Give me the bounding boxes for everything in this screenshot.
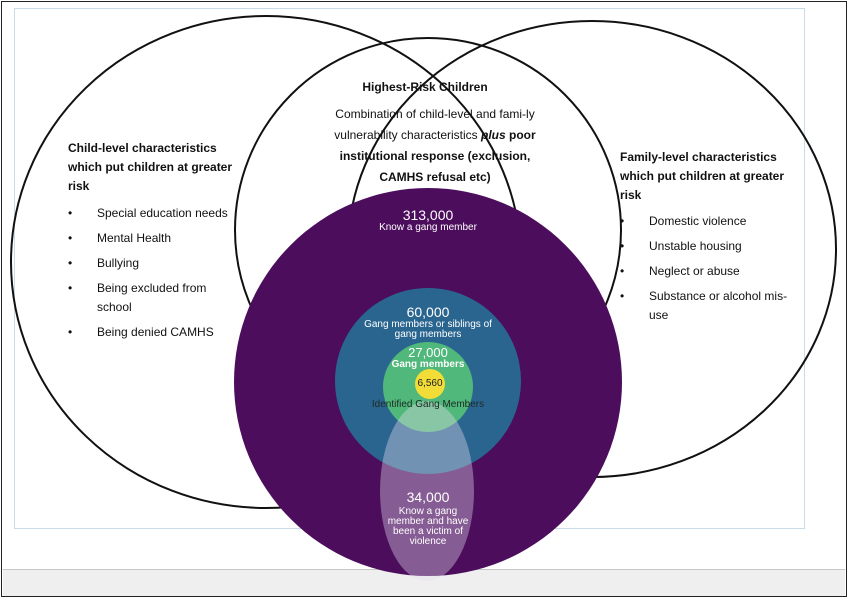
child-level-list: Special education needs Mental Health Bu… [68, 204, 243, 348]
highest-risk-description: Combination of child-level and fami-ly v… [334, 107, 536, 184]
ring-caption: Know a gang member [379, 222, 477, 233]
ring-caption: Gang members [391, 359, 465, 370]
list-item: Being denied CAMHS [68, 323, 243, 342]
victims-caption: Know a gang member and have been a victi… [387, 506, 469, 547]
list-item: Domestic violence [620, 212, 795, 231]
list-item: Being excluded from school [68, 279, 243, 317]
ring-value: 27,000 [408, 345, 448, 360]
victims-value: 34,000 [406, 489, 450, 505]
ring-value: 313,000 [402, 207, 454, 223]
list-item: Special education needs [68, 204, 243, 223]
list-item: Unstable housing [620, 237, 795, 256]
list-item: Mental Health [68, 229, 243, 248]
child-level-heading: Child-level characteristics which put ch… [68, 141, 233, 193]
ring-identified-gang-members [415, 369, 445, 399]
ring-value: 60,000 [406, 304, 450, 320]
family-level-list: Domestic violence Unstable housing Negle… [620, 212, 795, 331]
ring-caption: Gang members or siblings of gang members [364, 319, 492, 340]
ring-6560-value: 6,560 [417, 378, 443, 389]
family-level-heading: Family-level characteristics which put c… [620, 150, 785, 202]
victims-label: 34,000 Know a gang member and have been … [380, 490, 476, 547]
list-item: Substance or alcohol mis-use [620, 287, 795, 325]
list-item: Neglect or abuse [620, 262, 795, 281]
ring-27000-label: 27,000 Gang members [383, 345, 473, 370]
highest-risk-title: Highest-Risk Children [362, 80, 488, 94]
ring-60000-label: 60,000 Gang members or siblings of gang … [354, 305, 502, 340]
ring-313000-label: 313,000 Know a gang member [348, 208, 508, 233]
ring-6560-caption: Identified Gang Members [371, 399, 485, 410]
victim-of-violence-overlay [380, 401, 474, 581]
list-item: Bullying [68, 254, 243, 273]
